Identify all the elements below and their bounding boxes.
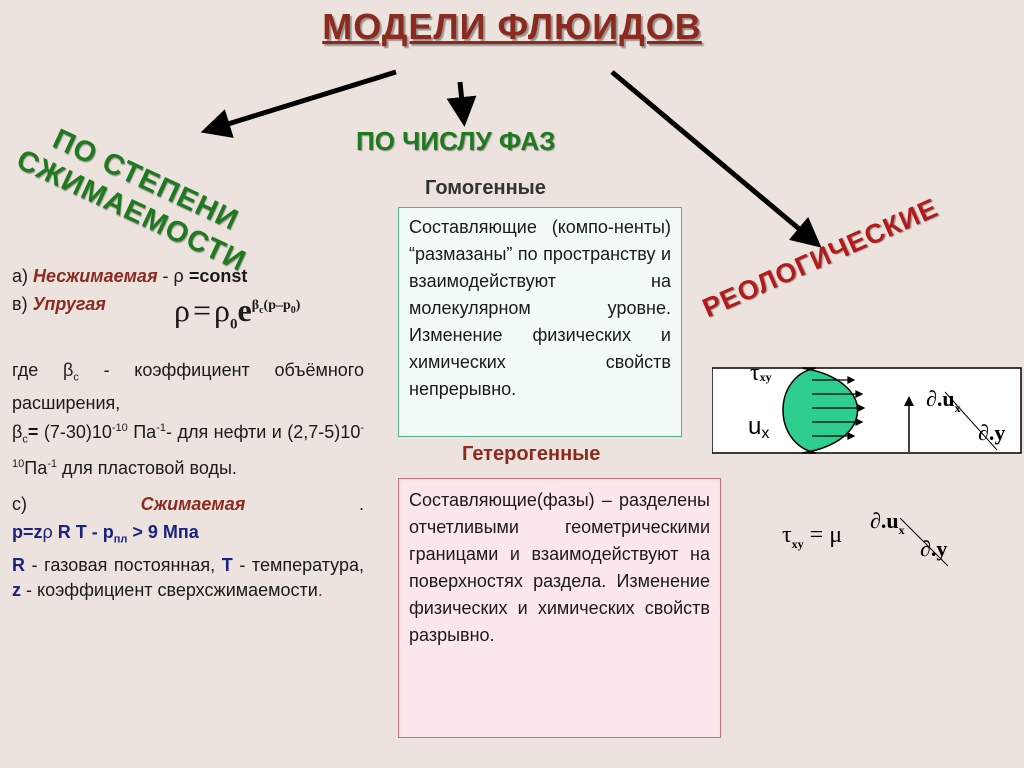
velocity-vectors: [812, 376, 866, 440]
svg-text:∂.y: ∂.y: [920, 536, 947, 561]
homogeneous-heading: Гомогенные: [425, 177, 546, 199]
arrow-to-phases: [446, 81, 477, 127]
svg-text:∂.ux: ∂.ux: [870, 510, 905, 537]
elastic-density-formula: ρ=ρ0eβc(p–p0): [174, 292, 301, 333]
homogeneous-box: Составляющие (компо-ненты) “размазаны” п…: [398, 207, 682, 437]
velocity-profile: [782, 367, 859, 454]
arrow-to-compressibility: [200, 69, 397, 138]
dux-label: ∂.ux: [926, 386, 961, 415]
branch-phases-heading: ПО ЧИСЛУ ФАЗ: [356, 126, 556, 156]
gas-constants-text: R - газовая постоянная, T - температура,…: [12, 555, 364, 600]
incompressible-line: а) Несжимаемая - ρ =const: [12, 266, 248, 286]
expansion-coefficient-text: где βc - коэффициент объёмного расширени…: [12, 360, 364, 479]
elastic-line: в) Упругая: [12, 294, 106, 314]
heterogeneous-box: Составляющие(фазы) – разделены отчетливы…: [398, 478, 721, 738]
flow-channel: [712, 367, 1022, 454]
tau-label: τxy: [750, 362, 772, 386]
dy-label: ∂.y: [978, 420, 1005, 445]
compressible-line: с) Сжимаемая .: [12, 494, 364, 514]
fraction-slash: [944, 391, 998, 451]
gradient-arrow: [904, 396, 914, 452]
newton-viscosity-formula: τxy=μ ∂.ux ∂.y: [782, 510, 949, 567]
page-title: МОДЕЛИ ФЛЮИДОВ: [322, 6, 702, 47]
ux-label: ux: [748, 413, 769, 442]
velocity-profile-diagram: τxy ux ∂.ux ∂.y: [712, 362, 1022, 454]
arrow-to-rheology: [610, 70, 822, 248]
gas-state-formula: p=zρ R T - pпл > 9 Мпа: [12, 522, 199, 546]
svg-text:τxy=μ: τxy=μ: [782, 522, 842, 551]
heterogeneous-heading: Гетерогенные: [462, 443, 601, 465]
